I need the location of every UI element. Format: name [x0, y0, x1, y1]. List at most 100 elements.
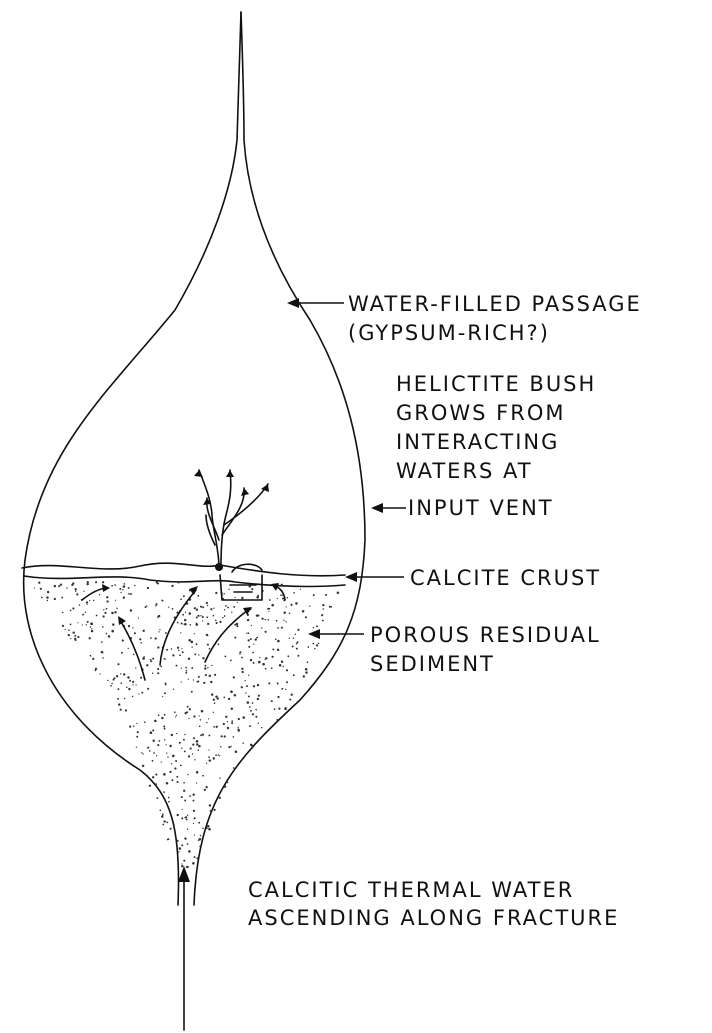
sediment-grain: [142, 657, 145, 660]
sediment-grain: [236, 625, 238, 627]
sediment-grain: [152, 672, 153, 673]
sediment-grain: [228, 698, 230, 700]
sediment-grain: [196, 782, 197, 783]
sediment-grain: [268, 611, 269, 612]
sediment-grain: [171, 763, 172, 764]
sediment-grain: [205, 786, 207, 788]
sediment-grain: [244, 680, 245, 681]
sediment-grain: [175, 760, 177, 762]
sediment-grain: [219, 755, 220, 756]
sediment-grain: [257, 698, 259, 700]
sediment-grain: [102, 657, 104, 659]
sediment-grain: [72, 631, 74, 633]
sediment-grain: [276, 719, 278, 721]
sediment-grain: [126, 686, 128, 688]
sediment-grain: [181, 796, 183, 798]
sediment-grain: [164, 774, 166, 776]
sediment-grain: [117, 698, 119, 700]
sediment-grain: [118, 703, 120, 705]
sediment-grain: [168, 797, 170, 799]
sediment-grain: [176, 665, 178, 667]
sediment-grain: [287, 655, 289, 657]
sediment-grain: [231, 720, 233, 722]
sediment-grain: [271, 700, 273, 702]
sediment-grain: [123, 596, 125, 598]
sediment-grain: [200, 606, 202, 608]
sediment-grain: [283, 612, 285, 614]
sediment-grain: [215, 592, 217, 594]
sediment-grain: [202, 828, 204, 830]
sediment-grain: [268, 682, 270, 684]
sediment-grain: [89, 637, 91, 639]
sediment-grain: [99, 594, 100, 595]
sediment-grain: [87, 621, 89, 623]
sediment-grain: [85, 624, 86, 625]
sediment-grain: [178, 582, 180, 584]
thermal-label-line-1: CALCITIC THERMAL WATER: [248, 878, 574, 902]
sediment-grain: [202, 606, 204, 608]
helictite-label-line-2: GROWS FROM: [396, 401, 565, 425]
sediment-grain: [200, 835, 201, 836]
sediment-grain: [231, 722, 233, 724]
sediment-grain: [218, 643, 220, 645]
sediment-grain: [202, 620, 203, 621]
sediment-grain: [253, 643, 254, 644]
sediment-grain: [215, 695, 217, 697]
sediment-grain: [184, 734, 185, 735]
sediment-grain: [252, 652, 254, 654]
sediment-grain: [329, 606, 331, 608]
sediment-grain: [73, 608, 74, 609]
sediment-grain: [184, 817, 186, 819]
sediment-grain: [321, 614, 323, 616]
sediment-grain: [190, 748, 192, 750]
sediment-grain: [251, 625, 252, 626]
sediment-grain: [224, 785, 227, 788]
sediment-grain: [115, 600, 116, 601]
sediment-grain: [224, 735, 226, 737]
helictite-label-line-5: INPUT VENT: [408, 496, 554, 520]
sediment-grain: [206, 827, 208, 829]
sediment-grain: [228, 746, 230, 748]
sediment-grain: [161, 761, 162, 762]
sediment-grain: [199, 726, 201, 728]
sediment-grain: [313, 627, 314, 628]
sediment-grain: [248, 646, 250, 648]
sediment-grain: [272, 648, 274, 650]
sediment-grain: [191, 641, 194, 644]
sediment-grain: [123, 585, 126, 588]
sediment-grain: [196, 616, 198, 618]
sediment-grain: [234, 637, 236, 639]
sediment-grain: [223, 723, 225, 725]
sediment-grain: [235, 750, 238, 753]
sediment-grain: [129, 593, 131, 595]
sediment-grain: [157, 582, 159, 584]
crust-label-line-1: CALCITE CRUST: [410, 566, 601, 590]
sediment-pointer: [308, 629, 364, 639]
sediment-grain: [183, 790, 185, 792]
sediment-grain: [198, 822, 200, 824]
sediment-grain: [215, 754, 217, 756]
sediment-grain: [318, 643, 320, 645]
sediment-grain: [239, 653, 240, 654]
sediment-grain: [183, 782, 185, 784]
sediment-grain: [156, 797, 158, 799]
sediment-grain: [204, 665, 206, 667]
sediment-grain: [117, 663, 119, 665]
sediment-grain: [216, 726, 218, 728]
sediment-grain: [142, 765, 144, 767]
sediment-grain: [262, 663, 265, 666]
sediment-grain: [135, 667, 136, 668]
sediment-grain: [112, 623, 114, 625]
sediment-grain: [289, 612, 291, 614]
sediment-grain: [177, 814, 179, 816]
sediment-label-line-2: SEDIMENT: [370, 652, 495, 676]
sediment-grain: [136, 746, 137, 747]
sediment-grain: [283, 666, 284, 667]
sediment-grain: [207, 605, 208, 606]
sediment-grain: [152, 739, 154, 741]
sediment-grain: [178, 851, 179, 852]
sediment-grain: [187, 828, 188, 829]
sediment-grain: [183, 624, 184, 625]
sediment-grain: [286, 681, 288, 683]
sediment-grain: [179, 847, 182, 850]
